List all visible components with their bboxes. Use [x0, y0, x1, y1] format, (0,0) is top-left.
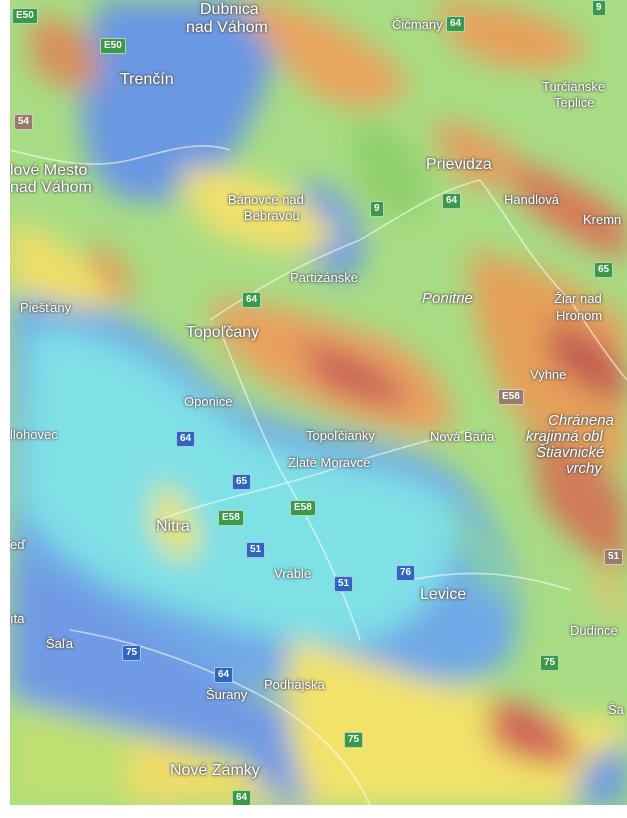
label-banovce: Bánovce nad	[228, 192, 304, 207]
label-surany: Šurany	[206, 687, 248, 702]
label-sered: eď	[10, 537, 26, 552]
label-teplice: Teplice	[554, 95, 595, 110]
road-shield-75: 75	[540, 655, 560, 671]
label-chranena-krajinna: krajinná obl	[526, 428, 603, 445]
road-shield-54: 54	[14, 114, 34, 130]
label-vyhne: Vyhne	[530, 367, 567, 382]
elevation-map[interactable]: Dubnica nad Váhom Čičmany Trenčín Turčia…	[10, 0, 627, 805]
road-shield-51: 51	[334, 576, 354, 592]
road-shield-e58: E58	[290, 500, 316, 516]
road-shield-9: 9	[592, 0, 606, 16]
label-partizanske: Partizánske	[290, 270, 358, 285]
label-nitra: Nitra	[156, 518, 190, 535]
label-nova-bana: Nová Baňa	[430, 429, 495, 444]
label-ziar-hronom: Hronom	[556, 308, 603, 323]
label-dubnica-nad-vahom: nad Váhom	[186, 19, 268, 36]
label-dubnica: Dubnica	[200, 1, 259, 18]
label-kremnica: Kremn	[583, 212, 622, 227]
label-sa-edge: Ša	[608, 702, 624, 717]
label-podhajska: Podhájska	[264, 677, 325, 692]
road-shield-e58: E58	[218, 510, 244, 526]
road-shield-76: 76	[396, 565, 416, 581]
label-topolcany: Topoľčany	[186, 324, 260, 341]
road-shield-75: 75	[344, 732, 364, 748]
road-shield-75: 75	[122, 645, 142, 661]
label-ziar: Žiar nad	[554, 291, 602, 306]
label-vrable: Vráble	[274, 566, 312, 581]
label-dudince: Dudince	[570, 623, 618, 638]
label-sala: Šaľa	[46, 636, 73, 651]
label-sala-edge: ıta	[10, 611, 25, 626]
road-shield-64: 64	[214, 667, 234, 683]
label-ponitrie: Ponitrie	[422, 290, 473, 307]
label-topolcianky: Topoľčianky	[306, 428, 375, 443]
road-shield-51: 51	[246, 542, 266, 558]
label-turcianske: Turčianske	[542, 79, 606, 94]
label-zlate-moravce: Zlaté Moravce	[288, 455, 371, 470]
road-shield-9: 9	[370, 201, 384, 217]
road-shield-64: 64	[232, 790, 252, 805]
road-shield-65: 65	[594, 262, 614, 278]
road-shield-64: 64	[446, 16, 466, 32]
label-hlohovec: llohovec	[10, 427, 58, 442]
label-banovce-bebravou: Bebravou	[244, 208, 300, 223]
label-chranena: Chránena	[548, 412, 614, 429]
label-prievidza: Prievidza	[426, 156, 492, 173]
road-shield-51: 51	[604, 549, 624, 565]
label-nove-mesto-nad-vahom: nad Váhom	[10, 179, 92, 196]
road-shield-e50: E50	[100, 38, 126, 54]
road-shield-64: 64	[442, 193, 462, 209]
label-cicmany: Čičmany	[392, 17, 443, 32]
road-shield-e50: E50	[12, 8, 38, 24]
label-stiavnicke: Štiavnické	[536, 444, 605, 461]
road-shield-64: 64	[176, 431, 196, 447]
label-nove-mesto: lové Mesto	[10, 162, 88, 179]
road-shield-64: 64	[242, 292, 262, 308]
road-shield-e58: E58	[498, 389, 524, 405]
label-oponice: Oponice	[184, 394, 233, 409]
label-handlova: Handlová	[504, 192, 559, 207]
label-vrchy: vrchy	[566, 460, 602, 477]
label-piestany: Piešťany	[20, 300, 72, 315]
road-shield-65: 65	[232, 474, 252, 490]
label-trencin: Trenčín	[120, 71, 174, 88]
label-nove-zamky: Nové Zámky	[170, 762, 260, 779]
label-levice: Levice	[420, 586, 467, 603]
